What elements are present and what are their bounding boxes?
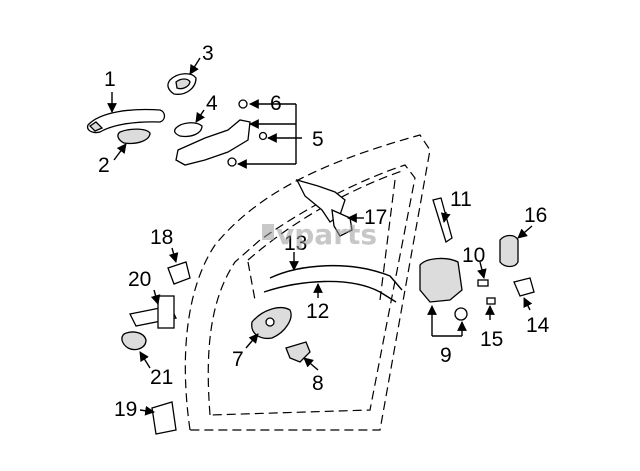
callout-6: 6 xyxy=(270,92,282,115)
hinge-18-part xyxy=(167,261,191,285)
callout-21: 21 xyxy=(150,366,173,389)
callout-16: 16 xyxy=(524,204,547,227)
callout-10: 10 xyxy=(462,244,485,267)
callout-17: 17 xyxy=(364,206,387,229)
screw-10-part xyxy=(477,279,489,287)
callout-7: 7 xyxy=(232,348,244,371)
check-link-part xyxy=(129,295,177,329)
callout-15: 15 xyxy=(480,328,503,351)
callout-4: 4 xyxy=(206,92,218,115)
callout-labels: 1 2 3 4 5 6 7 8 9 10 11 12 13 14 15 16 1… xyxy=(98,42,550,421)
callout-12: 12 xyxy=(306,300,329,323)
handle-frame-part xyxy=(175,99,268,167)
pad-16-part xyxy=(499,234,519,268)
callout-13: 13 xyxy=(284,232,307,255)
callout-2: 2 xyxy=(98,154,110,177)
pad-part xyxy=(173,122,203,138)
callout-8: 8 xyxy=(312,372,324,395)
watermark-logo-icon xyxy=(262,224,274,240)
callout-18: 18 xyxy=(150,226,173,249)
callout-20: 20 xyxy=(128,268,151,291)
watermark: vparts xyxy=(262,218,377,251)
callout-19: 19 xyxy=(114,398,137,421)
bracket-8-part xyxy=(285,341,311,363)
escutcheon-part xyxy=(167,73,197,95)
lock-rod-part xyxy=(295,178,353,237)
bolt-15-part xyxy=(486,297,496,305)
callout-5: 5 xyxy=(312,128,324,151)
outside-handle-part xyxy=(86,108,166,134)
door-lock-actuator-part xyxy=(419,257,468,321)
striker-part xyxy=(513,277,535,297)
cable-part xyxy=(263,264,403,303)
inside-handle-part xyxy=(251,307,292,340)
leader-lines xyxy=(107,57,533,416)
callout-1: 1 xyxy=(104,68,116,91)
hinge-19-part xyxy=(151,401,177,435)
watermark-text: vparts xyxy=(276,218,377,251)
handle-pad-part xyxy=(117,128,151,145)
callout-3: 3 xyxy=(202,42,214,65)
callout-14: 14 xyxy=(526,314,550,337)
callout-11: 11 xyxy=(450,188,472,211)
callout-9: 9 xyxy=(440,344,452,367)
hinge-21-part xyxy=(121,331,147,351)
